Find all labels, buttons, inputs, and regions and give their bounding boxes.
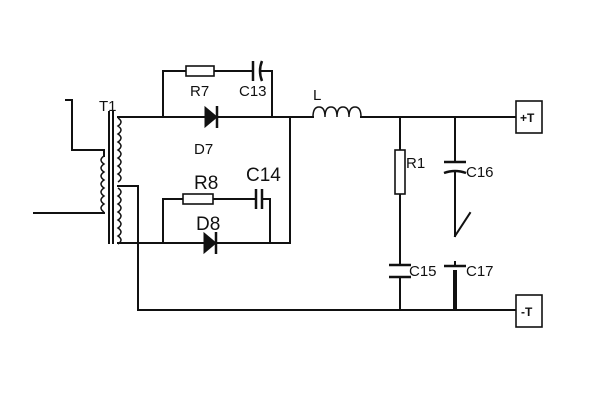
negative-terminal-label: -T <box>521 305 533 319</box>
capacitor-c13 <box>251 60 264 82</box>
resistor-r8 <box>182 193 214 205</box>
r1-label: R1 <box>406 155 425 172</box>
capacitor-c14 <box>254 189 264 209</box>
t1-label: T1 <box>99 98 117 115</box>
positive-terminal-label: +T <box>520 111 535 125</box>
d8-label: D8 <box>196 214 220 235</box>
capacitor-c16 <box>443 160 467 175</box>
transformer-t1 <box>33 99 139 311</box>
positive-terminal: +T <box>515 100 543 134</box>
negative-terminal: -T <box>515 294 543 328</box>
resistor-r7 <box>185 65 215 77</box>
c14-label: C14 <box>246 165 281 186</box>
c16-label: C16 <box>466 164 494 181</box>
resistor-r1 <box>394 149 406 195</box>
c13-label: C13 <box>239 83 267 100</box>
capacitor-c15 <box>389 263 411 279</box>
lower-branch <box>117 198 291 244</box>
diode-d8 <box>203 231 218 255</box>
c15-label: C15 <box>409 263 437 280</box>
capacitor-c17 <box>444 264 466 310</box>
c17-label: C17 <box>466 263 494 280</box>
d7-label: D7 <box>194 141 213 158</box>
diode-d7 <box>204 105 219 129</box>
upper-branch <box>117 70 291 118</box>
r7-label: R7 <box>190 83 209 100</box>
r8-label: R8 <box>194 173 218 194</box>
l-label: L <box>313 87 321 104</box>
inductor-l <box>289 106 517 118</box>
